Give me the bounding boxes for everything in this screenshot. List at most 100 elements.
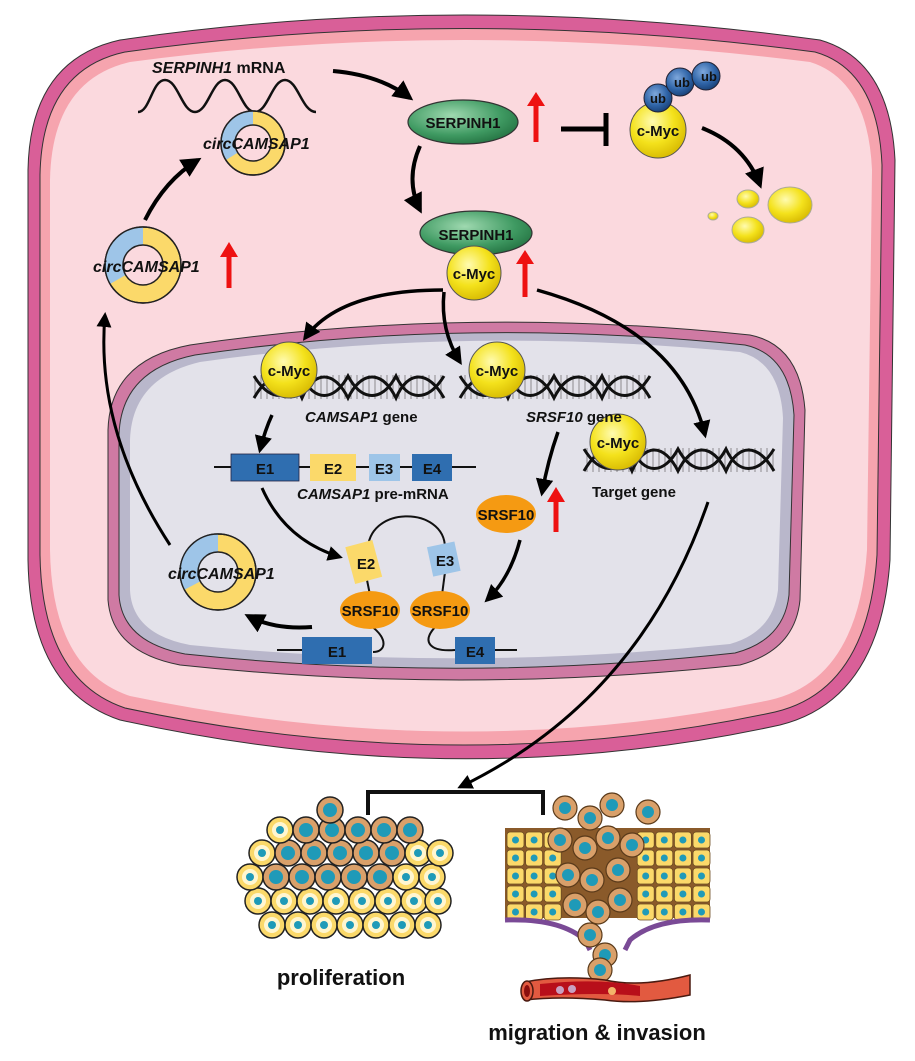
- epithelial-cell-icon: [655, 885, 674, 903]
- exon-label: E1: [328, 644, 346, 661]
- epithelial-cell-icon: [543, 885, 562, 903]
- cell-icon: [322, 887, 350, 915]
- cell-icon: [284, 911, 312, 939]
- cell-icon: [274, 839, 302, 867]
- invading-cell-icon: [547, 827, 573, 853]
- svg-text:circCAMSAP1: circCAMSAP1: [93, 259, 200, 276]
- epithelial-cell-icon: [655, 849, 674, 867]
- mrna-suffix-label: mRNA: [232, 60, 286, 77]
- premrna-suffix: pre-mRNA: [370, 486, 449, 503]
- arrow-target-to-outcomes: [457, 501, 710, 789]
- circ-name: CAMSAP1: [196, 566, 274, 583]
- srsf10-label: SRSF10: [342, 603, 399, 620]
- cell-icon: [314, 863, 342, 891]
- cell-icon: [266, 816, 294, 844]
- arrow-srsf10gene-to-protein: [535, 431, 560, 497]
- invading-cell-icon: [579, 867, 605, 893]
- invading-cell-icon: [562, 892, 588, 918]
- epithelial-cell-icon: [692, 849, 711, 867]
- srsf10-protein: SRSF10: [476, 495, 536, 533]
- epithelial-cell-icon: [525, 885, 543, 903]
- cell-icon: [348, 887, 376, 915]
- epithelial-cell-icon: [655, 831, 674, 849]
- cell-icon: [258, 911, 286, 939]
- proliferation-cell-cluster: [236, 796, 454, 939]
- exon-label: E1: [256, 461, 274, 478]
- arrow-nuclear-circ-to-cytoplasm: [96, 312, 172, 546]
- invading-cell-icon: [619, 832, 645, 858]
- serpinh1-protein: SERPINH1: [407, 99, 519, 145]
- cell-icon: [392, 863, 420, 891]
- cmyc-label: c-Myc: [597, 435, 640, 452]
- epithelial-cell-icon: [674, 903, 692, 921]
- cell-icon: [344, 816, 372, 844]
- blood-vessel: [520, 974, 691, 1003]
- epithelial-cell-icon: [674, 867, 692, 885]
- ub-label: ub: [674, 75, 690, 90]
- circ-prefix: circ: [93, 259, 122, 276]
- epithelial-cell-icon: [674, 885, 692, 903]
- cell-icon: [388, 911, 416, 939]
- svg-text:SRSF10 gene: SRSF10 gene: [526, 409, 622, 426]
- cell-icon: [292, 816, 320, 844]
- arrow-complex-to-srsf10: [441, 291, 462, 365]
- proliferation-label: proliferation: [277, 965, 405, 990]
- arrow-complex-to-target: [536, 288, 711, 439]
- cell-icon: [270, 887, 298, 915]
- circ-prefix: circ: [203, 136, 232, 153]
- migration-invasion-label: migration & invasion: [488, 1020, 706, 1045]
- backsplicing-loop: E2 E3 SRSF10 SRSF10 E1 E4: [277, 515, 517, 664]
- ubiquitin-chain: ub ub ub: [643, 61, 721, 113]
- cmyc-on-srsf10: c-Myc: [468, 341, 526, 399]
- premrna-gene-name: CAMSAP1: [297, 486, 370, 503]
- cell-icon: [248, 839, 276, 867]
- outcome-bracket: [366, 790, 545, 815]
- epithelial-cell-icon: [674, 849, 692, 867]
- circcamsap1-nuclear: circCAMSAP1: [168, 533, 275, 611]
- gene-suffix: gene: [378, 409, 417, 426]
- cell-icon: [426, 839, 454, 867]
- invading-cell-icon: [552, 795, 578, 821]
- srsf10-gene-name: SRSF10: [526, 409, 583, 426]
- up-arrow-icon: [547, 487, 565, 532]
- epithelial-cell-icon: [655, 867, 674, 885]
- ubiquitinated-cmyc: c-Myc ub ub ub: [629, 61, 721, 159]
- arrow-circ-left-to-top: [143, 157, 202, 221]
- epithelial-cell-icon: [692, 885, 711, 903]
- cell-icon: [236, 863, 264, 891]
- epithelial-cell-icon: [636, 867, 655, 885]
- srsf10-label: SRSF10: [412, 603, 469, 620]
- serpinh1-label: SERPINH1: [438, 227, 513, 244]
- up-arrow-icon: [516, 250, 534, 297]
- arrow-serpinh1-to-complex: [403, 145, 422, 214]
- cmyc-label: c-Myc: [637, 123, 680, 140]
- svg-text:CAMSAP1 pre-mRNA: CAMSAP1 pre-mRNA: [297, 486, 449, 503]
- epithelial-cell-icon: [525, 831, 543, 849]
- cell-icon: [316, 796, 344, 824]
- invading-cell-icon: [607, 887, 633, 913]
- epithelial-cell-icon: [636, 903, 655, 921]
- svg-text:SERPINH1 mRNA: SERPINH1 mRNA: [152, 60, 286, 77]
- invading-cell-icon: [595, 825, 621, 851]
- cell-icon: [414, 911, 442, 939]
- cell-icon: [362, 911, 390, 939]
- epithelial-cell-icon: [506, 831, 525, 849]
- inhibition-icon: [561, 113, 609, 146]
- invasion-tissue: [504, 792, 711, 1003]
- cell-icon: [352, 839, 380, 867]
- serpinh1-mrna: SERPINH1 mRNA: [137, 60, 317, 114]
- epithelial-cell-icon: [636, 885, 655, 903]
- circ-name: CAMSAP1: [121, 259, 199, 276]
- svg-text:circCAMSAP1: circCAMSAP1: [203, 136, 310, 153]
- mrna-strand: [137, 78, 317, 114]
- cell-icon: [374, 887, 402, 915]
- ub-label: ub: [701, 69, 717, 84]
- exon-label: E3: [436, 553, 454, 570]
- ub-label: ub: [650, 91, 666, 106]
- epithelial-cell-icon: [525, 849, 543, 867]
- cell-icon: [262, 863, 290, 891]
- invading-cell-icon: [577, 922, 603, 948]
- circcamsap1-left: circCAMSAP1: [93, 226, 200, 304]
- epithelial-cell-icon: [692, 831, 711, 849]
- cell-icon: [404, 839, 432, 867]
